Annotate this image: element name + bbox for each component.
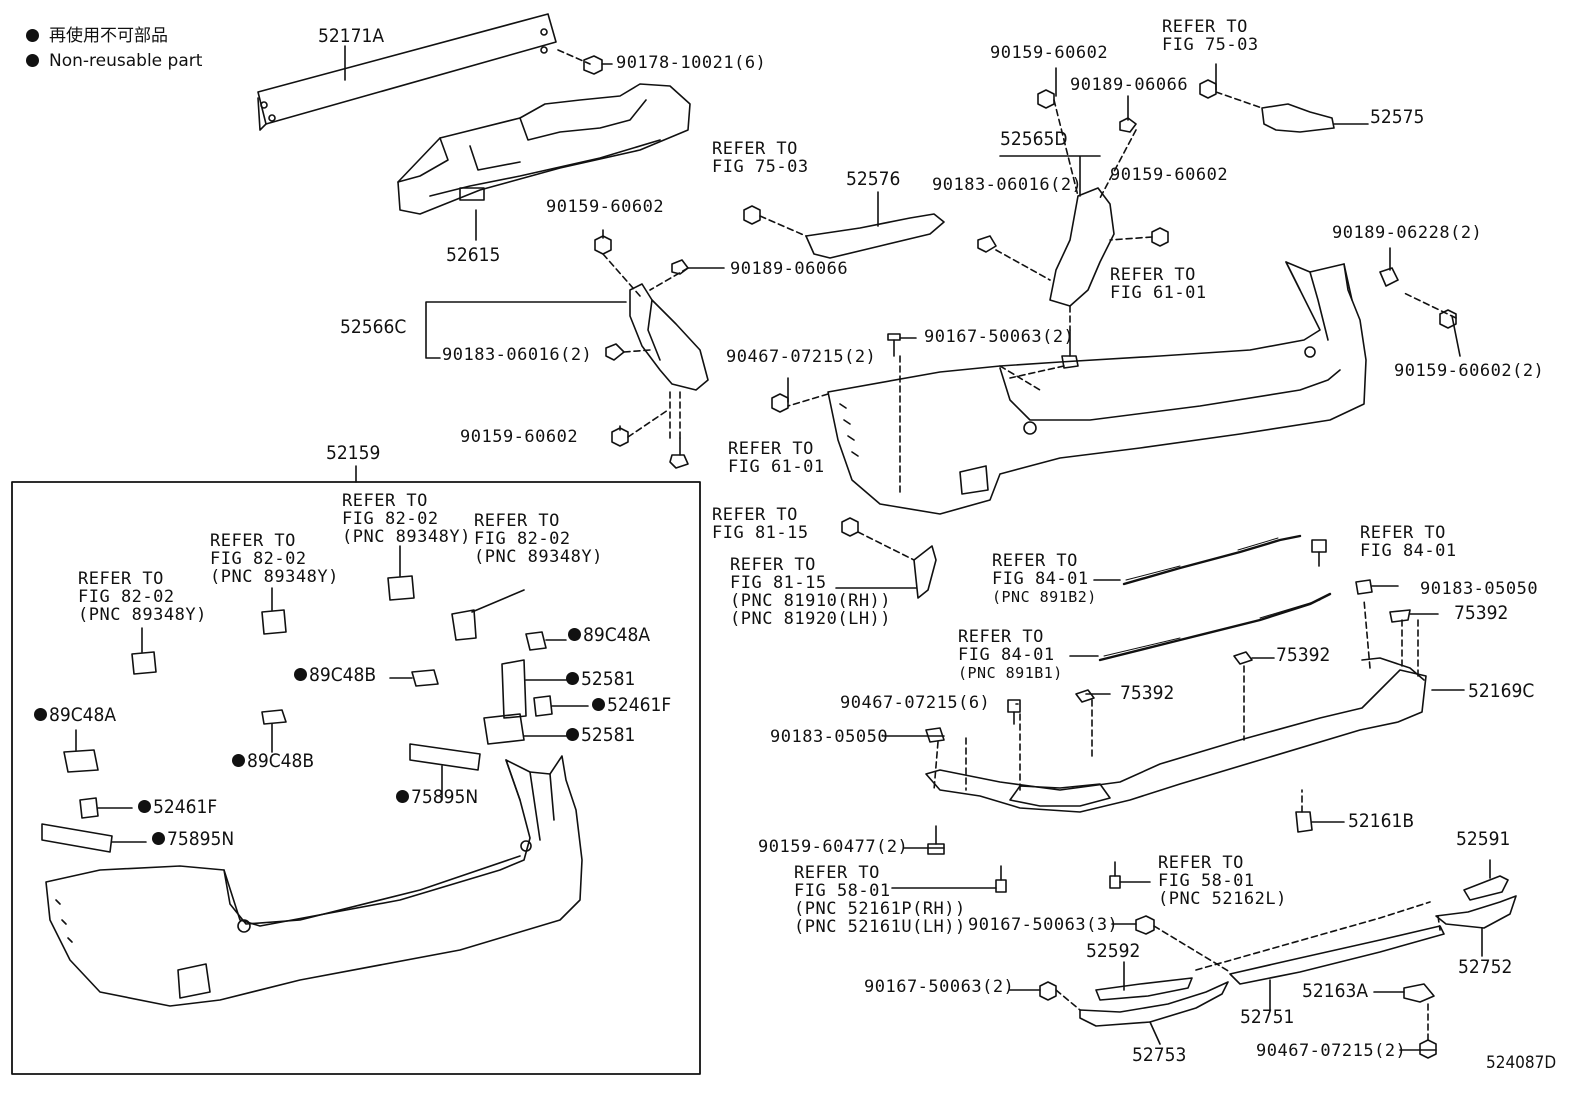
part-90159-60602-b[interactable]: 90159-60602 — [460, 427, 579, 447]
part-90159-60602-e[interactable]: 90159-60602(2) — [1394, 361, 1545, 381]
part-52461f-a[interactable]: 52461F — [592, 696, 671, 715]
part-90159-60602-a[interactable]: 90159-60602 — [546, 197, 665, 217]
part-90467-07215-c[interactable]: 90467-07215(2) — [1256, 1041, 1407, 1061]
part-89c48a-a[interactable]: 89C48A — [568, 626, 650, 645]
plate-52163a-shape — [1403, 983, 1435, 1003]
non-reusable-dot-icon — [152, 832, 165, 845]
part-90159-60602-d[interactable]: 90159-60602 — [1110, 165, 1229, 185]
part-52615[interactable]: 52615 — [446, 244, 501, 266]
part-90183-06016-left[interactable]: 90183-06016(2) — [442, 345, 593, 365]
part-90189-06066-a[interactable]: 90189-06066 — [730, 259, 849, 279]
non-reusable-dot-icon — [294, 668, 307, 681]
part-52591[interactable]: 52591 — [1456, 828, 1511, 850]
part-52163a[interactable]: 52163A — [1302, 980, 1369, 1002]
bracket-52566c-shape — [629, 283, 709, 391]
part-52592[interactable]: 52592 — [1086, 940, 1141, 962]
fasteners — [583, 55, 1457, 1059]
part-90159-60477[interactable]: 90159-60477(2) — [758, 837, 909, 857]
part-90167-50063-a[interactable]: 90167-50063(2) — [924, 327, 1075, 347]
part-90159-60602-c[interactable]: 90159-60602 — [990, 43, 1109, 63]
reflector-shape — [913, 545, 937, 599]
part-90183-05050-left[interactable]: 90183-05050 — [770, 727, 889, 747]
trim-52752-shape — [1435, 895, 1517, 929]
part-52565d[interactable]: 52565D — [1000, 128, 1068, 150]
part-89c48a-b[interactable]: 89C48A — [34, 706, 116, 725]
non-reusable-dot-icon — [396, 790, 409, 803]
non-reusable-dot-icon — [34, 708, 47, 721]
part-52171a[interactable]: 52171A — [318, 25, 385, 47]
part-52461f-b[interactable]: 52461F — [138, 798, 217, 817]
non-reusable-dot-icon — [26, 54, 39, 67]
part-52752[interactable]: 52752 — [1458, 956, 1513, 978]
trim-52751-shape — [1229, 925, 1445, 985]
part-89c48b-a[interactable]: 89C48B — [294, 666, 376, 685]
legend-en: Non-reusable part — [26, 49, 202, 73]
part-52566c[interactable]: 52566C — [340, 316, 407, 338]
bracket-52565d-shape — [1049, 187, 1115, 307]
bumper-cover-shape — [827, 261, 1367, 515]
part-52161b[interactable]: 52161B — [1348, 810, 1415, 832]
part-75895n-b[interactable]: 75895N — [152, 830, 234, 849]
part-52581-b[interactable]: 52581 — [566, 726, 635, 745]
trim-52592-shape — [1095, 977, 1193, 1001]
part-52169c[interactable]: 52169C — [1468, 680, 1535, 702]
trim-52753-shape — [1079, 981, 1229, 1027]
box-small-parts — [41, 545, 589, 853]
diagram-id: 524087D — [1486, 1053, 1557, 1073]
non-reusable-dot-icon — [592, 698, 605, 711]
trim-52591-shape — [1463, 875, 1509, 901]
wire-harness-b2-shape — [1122, 534, 1302, 586]
part-52576[interactable]: 52576 — [846, 168, 901, 190]
non-reusable-dot-icon — [568, 628, 581, 641]
part-89c48b-b[interactable]: 89C48B — [232, 752, 314, 771]
non-reusable-dot-icon — [566, 672, 579, 685]
bracket-52575-shape — [1261, 103, 1335, 133]
part-90467-07215-a[interactable]: 90467-07215(2) — [726, 347, 877, 367]
part-90189-06066-b[interactable]: 90189-06066 — [1070, 75, 1189, 95]
non-reusable-dot-icon — [232, 754, 245, 767]
part-90167-50063-b[interactable]: 90167-50063(3) — [968, 915, 1119, 935]
reinforcement-52171a-shape — [257, 13, 557, 131]
bracket-52576-shape — [805, 213, 945, 259]
part-52753[interactable]: 52753 — [1132, 1044, 1187, 1066]
part-52751[interactable]: 52751 — [1240, 1006, 1295, 1028]
legend-jp: 再使用不可部品 — [26, 24, 168, 48]
part-52581-a[interactable]: 52581 — [566, 670, 635, 689]
non-reusable-dot-icon — [566, 728, 579, 741]
lower-valance-shape — [925, 657, 1427, 813]
bumper-assembly-shape — [45, 755, 583, 1007]
non-reusable-dot-icon — [138, 800, 151, 813]
group-label-52159: 52159 — [326, 442, 381, 464]
part-90183-06016-right[interactable]: 90183-06016(2) — [932, 175, 1083, 195]
non-reusable-dot-icon — [26, 29, 39, 42]
part-75895n-a[interactable]: 75895N — [396, 788, 478, 807]
part-75392-c[interactable]: 75392 — [1120, 682, 1175, 704]
part-52575[interactable]: 52575 — [1370, 106, 1425, 128]
part-75392-b[interactable]: 75392 — [1276, 644, 1331, 666]
part-90467-07215-b[interactable]: 90467-07215(6) — [840, 693, 991, 713]
part-90189-06228[interactable]: 90189-06228(2) — [1332, 223, 1483, 243]
part-75392-a[interactable]: 75392 — [1454, 602, 1509, 624]
part-90183-05050-right[interactable]: 90183-05050 — [1420, 579, 1539, 599]
part-90178-10021[interactable]: 90178-10021(6) — [616, 53, 767, 73]
absorber-52615-shape — [397, 83, 691, 215]
part-90167-50063-c[interactable]: 90167-50063(2) — [864, 977, 1015, 997]
